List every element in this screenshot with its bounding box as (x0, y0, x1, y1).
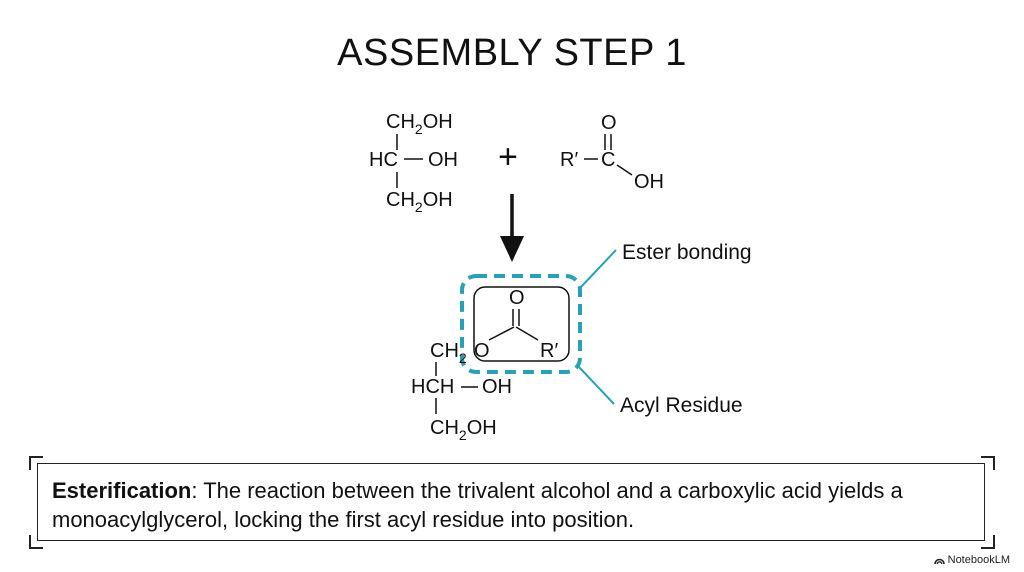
product-carbonyl-oxygen: O (509, 287, 525, 309)
product-middle-carbon: HCH (411, 376, 454, 398)
acid-r-group: R′ (560, 149, 578, 171)
acid-carbonyl-oxygen: O (601, 112, 617, 134)
ester-callout-line (579, 249, 617, 289)
ester-bonding-label: Ester bonding (622, 241, 752, 264)
carboxylic-acid-structure: O R′ C OH (560, 112, 664, 193)
glycerol-bottom-group: CH2OH (386, 189, 453, 215)
page-title: ASSEMBLY STEP 1 (337, 32, 687, 74)
notebooklm-label: NotebookLM (947, 554, 1010, 566)
product-bond-ester (488, 326, 515, 341)
monoacylglycerol-structure: O CH2 O R′ HCH OH CH2OH (411, 287, 558, 443)
glycerol-middle-oh: OH (428, 149, 458, 171)
acid-bond-oh (616, 164, 633, 176)
product-bond-r (515, 326, 539, 341)
notebooklm-logo-icon (933, 558, 945, 564)
reaction-arrow-head (500, 236, 524, 262)
product-middle-oh: OH (482, 376, 512, 398)
caption-box (37, 463, 985, 541)
glycerol-middle-carbon: HC (369, 149, 398, 171)
caption-text: Esterification: The reaction between the… (52, 476, 972, 534)
ester-inner-box (473, 286, 570, 362)
ester-highlight-dashed (460, 274, 582, 374)
glycerol-top-group: CH2OH (386, 111, 453, 137)
acid-carbon: C (601, 149, 615, 171)
product-ester-oxygen: O (474, 340, 490, 362)
acid-hydroxyl: OH (634, 171, 664, 193)
notebooklm-watermark: NotebookLM (933, 554, 1010, 566)
acyl-residue-label: Acyl Residue (620, 394, 743, 417)
caption-corner-brackets (29, 456, 995, 549)
glycerol-structure: CH2OH HC OH CH2OH (369, 111, 458, 215)
plus-sign: + (498, 138, 518, 176)
acyl-callout-line (577, 365, 615, 405)
product-r-group: R′ (540, 340, 558, 362)
caption-term: Esterification (52, 478, 192, 503)
caption-body: : The reaction between the trivalent alc… (52, 478, 903, 532)
product-bottom-group: CH2OH (430, 417, 497, 443)
product-ch2-top: CH2 (430, 340, 467, 366)
